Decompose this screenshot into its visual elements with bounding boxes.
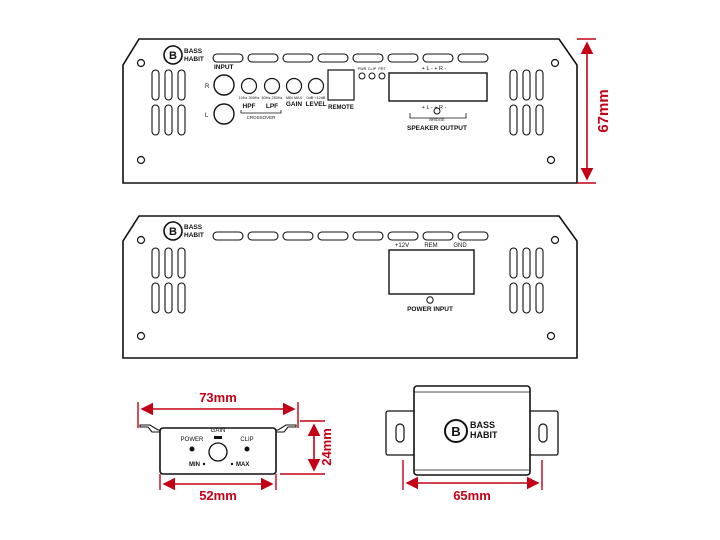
svg-text:HABIT: HABIT	[184, 56, 204, 63]
top-amplifier-panel: B BASS HABIT INPUT R L 10Hz 300Hz 50Hz 2…	[122, 38, 612, 184]
mounting-slot-left	[395, 423, 405, 443]
height-dimension-67	[577, 38, 596, 184]
remote-module-top: B BASS HABIT 65mm	[385, 385, 559, 503]
top-ridge-slots	[212, 53, 489, 63]
rca-r-jack[interactable]	[213, 74, 235, 96]
svg-text:B: B	[451, 424, 460, 439]
remote-max-label: MAX	[236, 462, 249, 468]
remote-width-inner-label: 52mm	[199, 488, 237, 503]
remote-module-front: 73mm POWER GAIN CLIP MIN MAX 24mm 52mm	[137, 390, 334, 503]
remote-top-width-label: 65mm	[453, 488, 491, 503]
screw-icon	[546, 331, 556, 341]
power-input-label: POWER INPUT	[407, 306, 453, 313]
svg-text:B: B	[169, 226, 177, 238]
plus12v-label: +12V	[395, 243, 409, 249]
vent-left	[151, 69, 186, 136]
led-label-prt: PRT	[378, 67, 386, 71]
remote-min-label: MIN	[189, 462, 200, 468]
remote-top-body	[413, 385, 531, 476]
remote-power-led-icon	[189, 446, 195, 452]
rear-vent-right	[509, 247, 544, 314]
lpf-label: LPF	[266, 103, 278, 110]
gain-knob[interactable]	[285, 77, 303, 95]
level-label: LEVEL	[306, 101, 327, 108]
hpf-knob[interactable]	[240, 77, 258, 95]
vent-right	[509, 69, 544, 136]
input-label: INPUT	[214, 64, 234, 71]
rca-l-jack[interactable]	[213, 103, 235, 125]
gain-label: GAIN	[286, 101, 303, 108]
led-label-clip: CLIP	[368, 67, 377, 71]
hpf-scale: 10Hz 300Hz	[239, 96, 260, 100]
screw-icon	[136, 235, 146, 245]
gain-scale: MIN MAX	[286, 96, 303, 100]
rear-vent-left	[151, 247, 186, 314]
lpf-scale: 50Hz 250Hz	[262, 96, 283, 100]
rem-label: REM	[424, 243, 437, 249]
svg-text:BASS: BASS	[184, 48, 203, 55]
mounting-slot-right	[538, 423, 548, 443]
crossover-label: CROSSOVER	[247, 115, 277, 120]
remote-label: REMOTE	[328, 105, 354, 111]
brand-logo-rear: B BASS HABIT	[163, 221, 204, 241]
l-label: L	[205, 113, 209, 119]
level-scale: 0dB +12dB	[307, 96, 326, 100]
remote-gain-label: GAIN	[211, 428, 226, 434]
svg-text:BASS: BASS	[470, 420, 495, 430]
screw-icon	[136, 155, 146, 165]
brand-logo-remote: B BASS HABIT	[444, 419, 498, 443]
remote-clip-label: CLIP	[240, 437, 253, 443]
bottom-amplifier-panel: B BASS HABIT +12V REM GND POWER INPUT	[122, 215, 578, 359]
screw-icon	[136, 58, 146, 68]
remote-height-label: 24mm	[319, 428, 334, 466]
speaker-output-label: SPEAKER OUTPUT	[407, 125, 467, 132]
screw-icon	[136, 331, 146, 341]
rear-ridge-slots	[212, 231, 489, 241]
lpf-knob[interactable]	[263, 77, 281, 95]
r-label: R	[205, 84, 210, 90]
screw-icon	[550, 58, 560, 68]
level-knob[interactable]	[307, 77, 325, 95]
prt-led-icon	[378, 72, 386, 80]
svg-text:B: B	[169, 50, 177, 62]
svg-text:BASS: BASS	[184, 224, 203, 231]
screw-icon	[546, 155, 556, 165]
pwr-led-icon	[358, 72, 366, 80]
remote-clip-led-icon	[244, 446, 250, 452]
brand-logo: B BASS HABIT	[163, 45, 204, 65]
speaker-top-terminals: + L - + R -	[422, 66, 447, 72]
bridge-label: BRIDGE	[429, 117, 445, 122]
remote-width-outer-label: 73mm	[199, 390, 237, 405]
gnd-label: GND	[453, 243, 467, 249]
remote-port[interactable]	[327, 69, 355, 101]
remote-power-label: POWER	[181, 437, 204, 443]
height-dim-label: 67mm	[595, 89, 612, 132]
bridge-icon	[433, 107, 441, 115]
led-label-pwr: PWR	[358, 67, 367, 71]
svg-text:HABIT: HABIT	[470, 430, 498, 440]
power-terminal-block[interactable]	[388, 249, 475, 295]
screw-icon	[550, 235, 560, 245]
speaker-bottom-terminals: + L - + R -	[422, 105, 447, 111]
clip-led-icon	[368, 72, 376, 80]
speaker-terminal-block[interactable]	[388, 72, 488, 102]
power-fuse-icon	[426, 296, 434, 304]
remote-gain-knob[interactable]	[208, 442, 228, 462]
svg-text:HABIT: HABIT	[184, 232, 204, 239]
hpf-label: HPF	[243, 103, 256, 110]
